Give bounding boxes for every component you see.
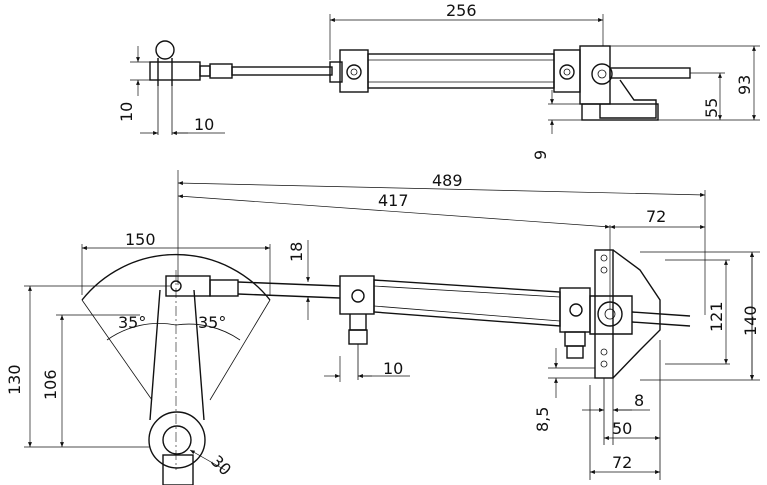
dim-top-9: 9 (531, 150, 550, 160)
dim-main-489: 489 (432, 171, 463, 190)
dim-top-256: 256 (446, 1, 477, 20)
dim-top-93: 93 (735, 75, 754, 95)
angle-right-35: 35° (198, 313, 226, 332)
top-mount-bracket (579, 45, 691, 121)
top-piston-rod (231, 66, 333, 76)
dim-main-121: 121 (707, 301, 726, 332)
angle-left-35: 35° (118, 313, 146, 332)
dim-main-140: 140 (741, 305, 760, 336)
dim-main-72-top: 72 (646, 207, 666, 226)
dim-main-8: 8 (634, 391, 644, 410)
dim-main-18: 18 (287, 242, 306, 262)
top-view: 256 10 10 55 93 9 (117, 1, 760, 160)
dim-main-130: 130 (5, 364, 24, 395)
top-clevis (149, 40, 233, 135)
dim-top-55: 55 (702, 98, 721, 118)
main-rod: 18 (165, 240, 341, 320)
dim-main-30: 30 (207, 451, 235, 479)
dim-main-106: 106 (41, 369, 60, 400)
dim-top-clevis-10-vert: 10 (117, 102, 136, 122)
dim-top-clevis-10-horiz: 10 (194, 115, 214, 134)
dim-main-50: 50 (612, 419, 632, 438)
dim-main-72-bottom: 72 (612, 453, 632, 472)
main-view: 489 417 72 150 35° 35° 30 (5, 170, 760, 485)
main-mount-bracket: 121 140 8,5 8 50 72 (533, 249, 760, 480)
dim-main-150: 150 (125, 230, 156, 249)
dim-main-417: 417 (378, 191, 409, 210)
dim-main-10: 10 (383, 359, 403, 378)
main-cylinder: 10 (324, 275, 591, 382)
dim-main-8-5: 8,5 (533, 407, 552, 432)
top-cylinder-body (329, 49, 581, 93)
main-lever-assembly: 150 35° 35° 30 130 106 (5, 230, 271, 485)
